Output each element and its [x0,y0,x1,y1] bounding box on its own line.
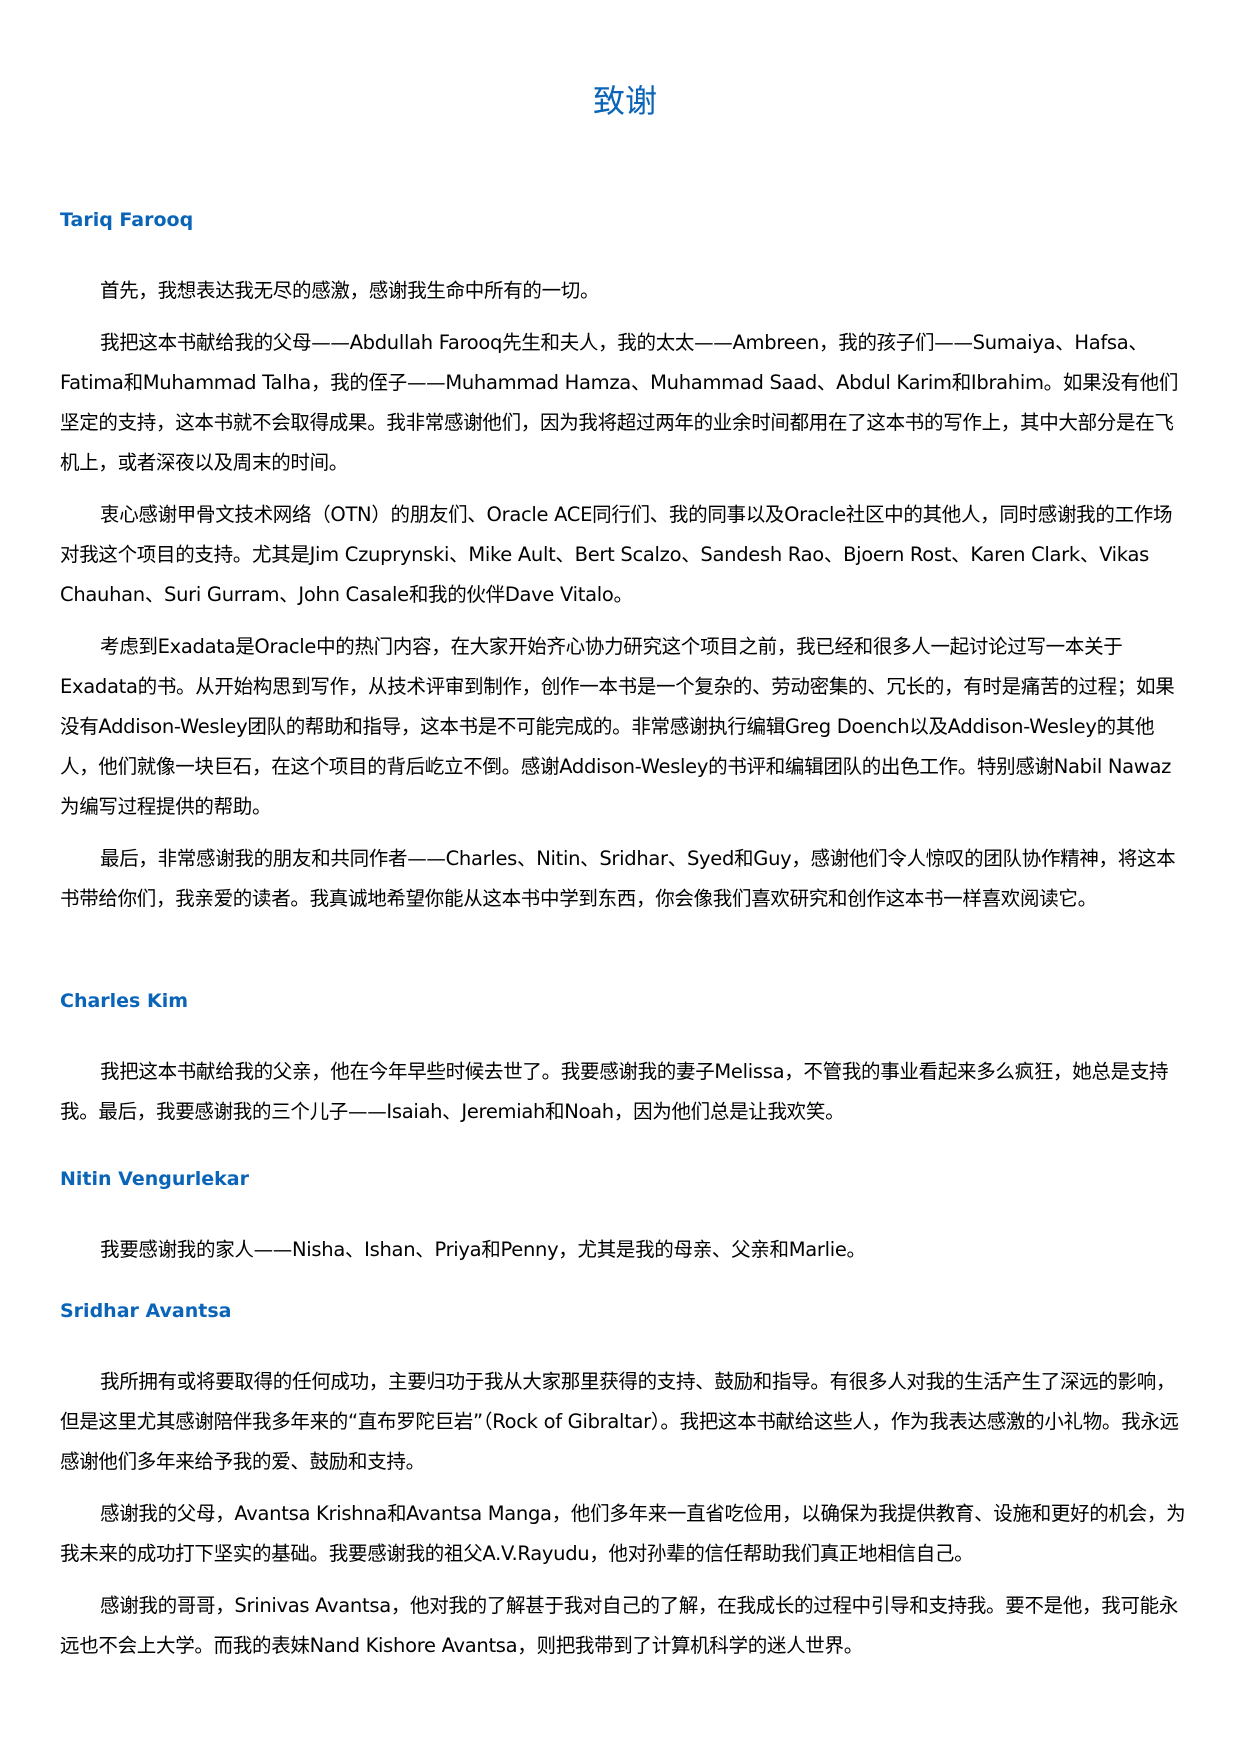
paragraph: 我要感谢我的家人——Nisha、Ishan、Priya和Penny，尤其是我的母… [100,1238,866,1261]
page-title: 致谢 [592,82,657,120]
paragraph: 考虑到Exadata是Oracle中的热门内容，在大家开始齐心协力研究这个项目之… [60,635,1175,818]
paragraph: 感谢我的哥哥，Srinivas Avantsa，他对我的了解甚于我对自己的了解，… [60,1594,1179,1657]
section-sridhar-avantsa: Sridhar Avantsa 我所拥有或将要取得的任何成功，主要归功于我从大家… [60,1296,1190,1666]
section-charles-kim: Charles Kim 我把这本书献给我的父亲，他在今年早些时候去世了。我要感谢… [60,986,1190,1132]
section-nitin-vengurlekar: Nitin Vengurlekar 我要感谢我的家人——Nisha、Ishan、… [60,1164,1190,1270]
section-heading: Sridhar Avantsa [60,1300,232,1322]
section-heading: Tariq Farooq [60,209,194,231]
section-heading: Nitin Vengurlekar [60,1168,249,1190]
section-heading: Charles Kim [60,990,189,1012]
paragraph: 我所拥有或将要取得的任何成功，主要归功于我从大家那里获得的支持、鼓励和指导。有很… [60,1370,1179,1473]
paragraph: 感谢我的父母，Avantsa Krishna和Avantsa Manga，他们多… [60,1502,1186,1565]
paragraph: 我把这本书献给我的父亲，他在今年早些时候去世了。我要感谢我的妻子Melissa，… [60,1060,1169,1123]
paragraph: 首先，我想表达我无尽的感激，感谢我生命中所有的一切。 [100,279,600,302]
section-tariq-farooq: Tariq Farooq 首先，我想表达我无尽的感激，感谢我生命中所有的一切。 … [60,205,1190,919]
paragraph: 我把这本书献给我的父母——Abdullah Farooq先生和夫人，我的太太——… [60,331,1179,474]
paragraph: 衷心感谢甲骨文技术网络（OTN）的朋友们、Oracle ACE同行们、我的同事以… [60,503,1173,606]
paragraph: 最后，非常感谢我的朋友和共同作者——Charles、Nitin、Sridhar、… [60,847,1176,910]
